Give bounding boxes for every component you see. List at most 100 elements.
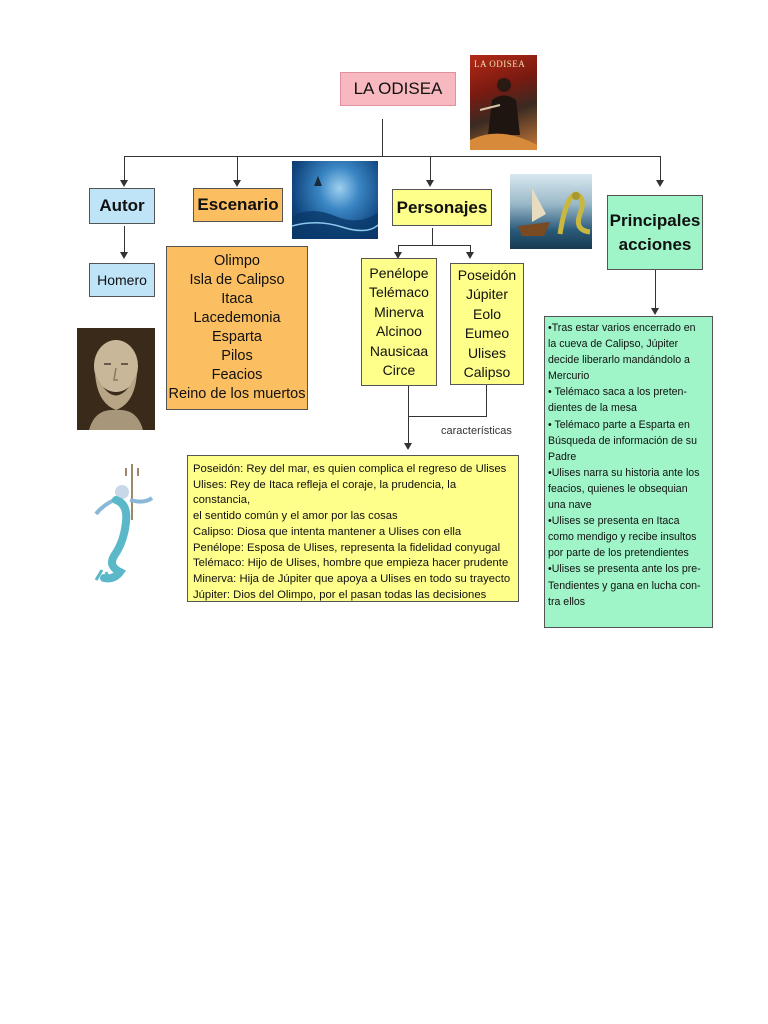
accion-line: una nave [548,499,592,512]
accion-line: Búsqueda de información de su [548,434,698,447]
homero-box: Homero [89,263,155,297]
escenario-item: Isla de Calipso [189,272,285,288]
arrow-homero [120,252,128,259]
homer-bust-image [77,328,155,430]
arrow-caracteristicas [404,443,412,450]
escenario-item: Feacios [211,367,263,383]
caracteristica-line: el sentido común y el amor por las cosas [193,510,398,523]
personajes-left-box: Penélope Telémaco Minerva Alcinoo Nausic… [361,258,437,386]
caracteristica-line: Calipso: Diosa que intenta mantener a Ul… [193,525,462,538]
wave-icon [292,176,378,239]
connector-right-list [470,245,471,253]
acciones-box: Principales acciones [607,195,703,270]
connector-right-list-bottom [486,384,487,416]
caracteristicas-label: características [441,425,512,437]
personaje-item: Telémaco [369,284,429,300]
triton-icon [94,464,154,583]
connector-autor-homero [124,226,125,252]
arrow-escenario [233,180,241,187]
warrior-figure-icon [470,78,537,150]
connector-personajes [430,156,431,180]
book-cover-image: LA ODISEA [470,55,537,150]
arrow-right-list [466,252,474,259]
caracteristica-line: Minerva: Hija de Júpiter que apoya a Uli… [193,572,511,585]
arrow-acciones-list [651,308,659,315]
connector-title-down [382,119,383,157]
title-box: LA ODISEA [340,72,456,106]
arrow-acciones [656,180,664,187]
connector-main-horizontal [124,156,660,157]
accion-line: decide liberarlo mandándolo a [548,354,690,367]
acciones-label-line1: Principales [609,210,701,230]
acciones-label-line2: acciones [618,234,692,254]
escenario-list-box: Olimpo Isla de Calipso Itaca Lacedemonia… [166,246,308,410]
accion-line: feacios, quienes le obsequian [548,482,688,495]
connector-left-list [398,245,399,253]
accion-line: por parte de los pretendientes [548,547,689,560]
connector-acciones [660,156,661,180]
connector-left-list-bottom [408,386,409,443]
personaje-item: Calipso [463,364,511,380]
homero-label: Homero [97,272,147,288]
accion-line: como mendigo y recibe insultos [548,531,697,544]
autor-label: Autor [99,196,145,215]
triton-image [92,460,174,585]
connector-acciones-down [655,270,656,308]
connector-autor [124,156,125,180]
personaje-item: Ulises [467,344,507,361]
connector-escenario [237,156,238,180]
arrow-left-list [394,252,402,259]
caracteristica-line: Ulises: Rey de Itaca refleja el coraje, … [193,478,457,507]
connector-lists-join [408,416,487,417]
accion-line: •Tras estar varios encerrado en [548,322,696,334]
caracteristica-line: Júpiter: Dios del Olimpo, por el pasan t… [193,588,487,601]
personaje-item: Júpiter [465,286,509,302]
accion-line: • Telémaco parte a Esparta en [548,418,690,431]
personaje-item: Alcinoo [376,323,422,339]
acciones-list-box: •Tras estar varios encerrado en la cueva… [544,316,713,628]
connector-personajes-split [398,245,470,246]
bust-icon [89,340,143,430]
escenario-item: Olimpo [214,253,260,269]
book-cover-title: LA ODISEA [474,59,526,69]
ship-monster-image [510,174,592,249]
accion-line: • Telémaco saca a los preten- [548,386,687,399]
ocean-image [292,161,378,239]
accion-line: dientes de la mesa [548,402,637,415]
personaje-item: Eumeo [464,325,510,341]
accion-line: •Ulises se presenta en Itaca [548,515,680,528]
caracteristica-line: Poseidón: Rey del mar, es quien complica… [193,463,507,475]
autor-box: Autor [89,188,155,224]
personaje-item: Penélope [369,264,429,281]
connector-personajes-down [432,228,433,246]
escenario-item: Itaca [221,291,253,307]
accion-line: Padre [548,450,577,463]
escenario-label: Escenario [197,195,279,214]
page-title: LA ODISEA [353,79,443,98]
arrow-autor [120,180,128,187]
personaje-item: Circe [382,362,416,378]
accion-line: la cueva de Calipso, Júpiter [548,338,679,351]
caracteristica-line: Telémaco: Hijo de Ulises, hombre que emp… [193,557,509,570]
personajes-label: Personajes [396,197,488,217]
personajes-box: Personajes [392,189,492,226]
accion-line: tra ellos [548,595,586,608]
personaje-item: Eolo [472,305,502,322]
personajes-right-box: Poseidón Júpiter Eolo Eumeo Ulises Calip… [450,263,524,385]
personaje-item: Poseidón [457,266,517,283]
escenario-item: Lacedemonia [193,310,281,326]
escenario-item: Esparta [212,329,262,345]
caracteristica-line: Penélope: Esposa de Ulises, representa l… [193,541,501,554]
accion-line: •Ulises se presenta ante los pre- [548,563,701,576]
escenario-box: Escenario [193,188,283,222]
personaje-item: Minerva [374,303,424,320]
accion-line: Mercurio [548,370,590,383]
escenario-item: Reino de los muertos [168,386,306,402]
personaje-item: Nausicaa [369,342,429,359]
caracteristicas-box: Poseidón: Rey del mar, es quien complica… [187,455,519,602]
arrow-personajes [426,180,434,187]
accion-line: •Ulises narra su historia ante los [548,466,700,479]
ship-icon [518,188,591,236]
escenario-item: Pilos [221,348,253,364]
accion-line: Tendientes y gana en lucha con- [548,579,701,592]
